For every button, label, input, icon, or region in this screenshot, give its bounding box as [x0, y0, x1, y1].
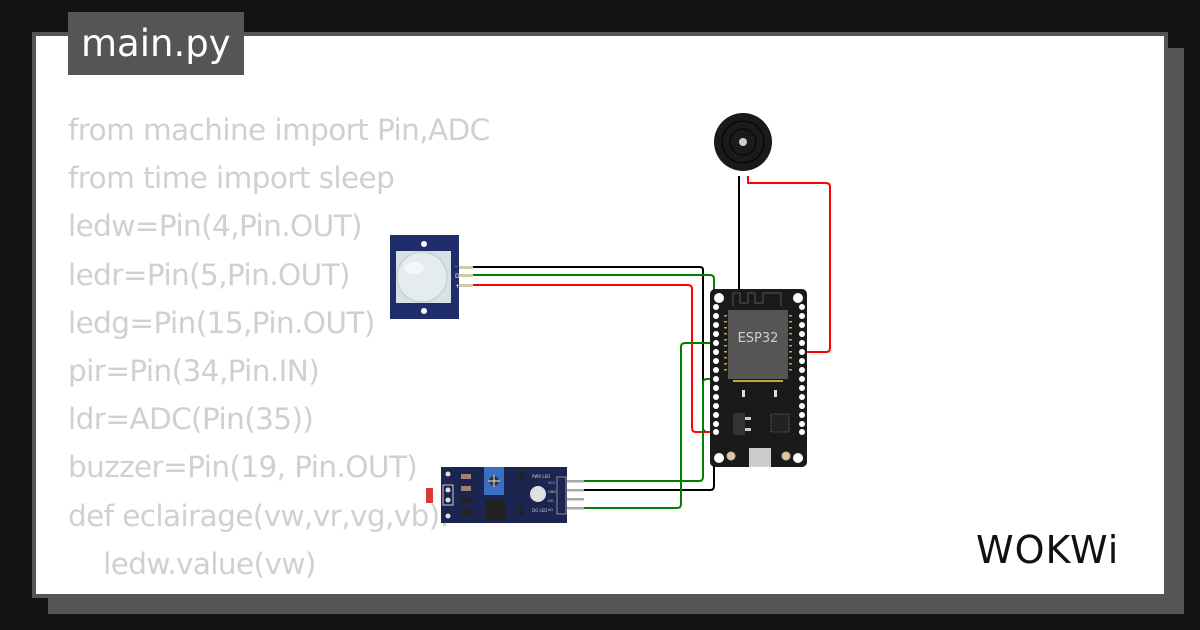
code-line: ldr=ADC(Pin(35))	[68, 402, 314, 437]
pir-pin-label: +	[455, 283, 460, 290]
esp32-left-pins	[713, 304, 719, 435]
wire-ldr-gnd[interactable]	[584, 430, 715, 491]
wires	[473, 176, 831, 509]
code-line: ledg=Pin(15,Pin.OUT)	[68, 305, 375, 340]
code-line: buzzer=Pin(19, Pin.OUT)	[68, 450, 418, 485]
code-line: pir=Pin(34,Pin.IN)	[68, 353, 320, 388]
esp32-right-pins	[799, 304, 805, 435]
pir-pin-label: D	[455, 273, 460, 280]
code-line: ledr=Pin(5,Pin.OUT)	[68, 257, 351, 292]
file-tab-main-py[interactable]: main.py	[68, 12, 244, 75]
code-line: from machine import Pin,ADC	[68, 113, 490, 147]
usb-port	[749, 448, 771, 467]
wire-pir-data[interactable]	[473, 274, 715, 315]
ldr-pin-label: GND	[548, 490, 556, 494]
pwr-led-label: PWR LED	[532, 474, 550, 479]
ldr-pin-label: DO	[548, 499, 554, 503]
pir-pin-label: -	[455, 263, 457, 270]
code-line: ledw=Pin(4,Pin.OUT)	[68, 209, 363, 244]
code-line: def eclairage(vw,vr,vg,vb):	[68, 498, 450, 533]
wokwi-logo[interactable]: WOKWi	[976, 528, 1120, 572]
do-led-label: DO LED	[532, 508, 547, 513]
wire-pir-vcc[interactable]	[473, 284, 716, 433]
pir-sensor[interactable]: - D +	[390, 235, 473, 319]
ldr-module[interactable]: PWR LED DO LED VCC GND DO AO	[426, 467, 584, 523]
code-line: ledr.value(vr)	[68, 588, 490, 594]
esp32-label: ESP32	[738, 331, 779, 346]
ldr-pin-label: AO	[548, 508, 553, 512]
code-line: ledw.value(vw)	[68, 546, 316, 581]
code-preview: from machine import Pin,ADC from time imp…	[68, 106, 490, 594]
buzzer[interactable]	[714, 113, 772, 171]
project-card: from machine import Pin,ADC from time imp…	[32, 32, 1168, 598]
code-line: from time import sleep	[68, 161, 395, 196]
esp32-board[interactable]: ESP32	[710, 289, 807, 467]
ldr-pin-label: VCC	[548, 481, 556, 485]
wire-buzzer-signal[interactable]	[747, 176, 831, 353]
wire-ldr-ao[interactable]	[584, 342, 716, 509]
wire-ldr-vcc[interactable]	[584, 378, 716, 482]
photoresistor	[426, 488, 433, 503]
